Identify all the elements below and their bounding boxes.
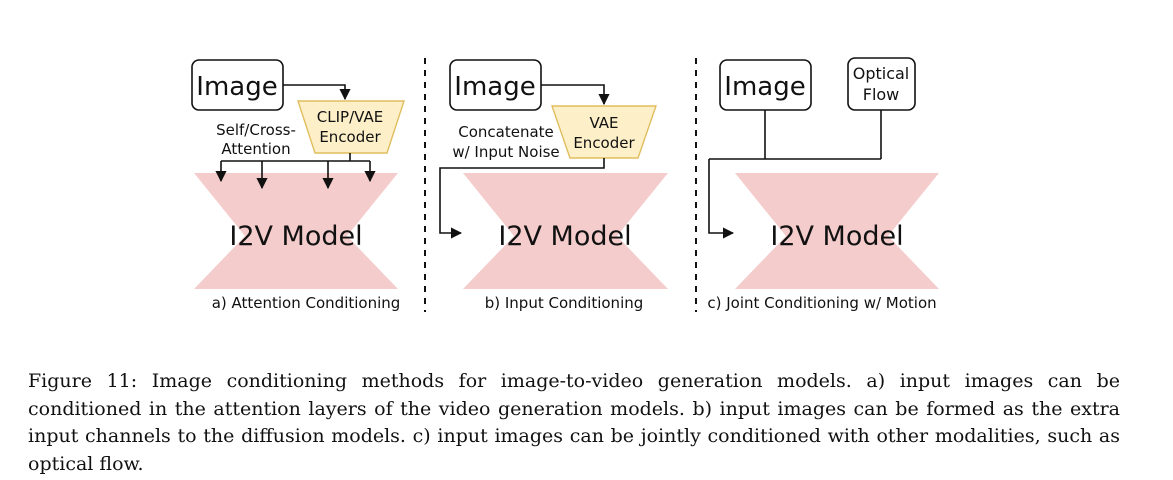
panel-c: I2V Model Image Optical Flow c) Joint Co… — [707, 57, 939, 312]
panel-c-arrows — [708, 110, 882, 239]
svg-text:Image: Image — [196, 72, 277, 102]
svg-text:Image: Image — [454, 72, 535, 102]
svg-text:Optical: Optical — [853, 64, 910, 83]
panel-c-model-shape — [735, 173, 939, 289]
panel-b-concat-label-2: w/ Input Noise — [452, 143, 559, 161]
panel-b-subcaption: b) Input Conditioning — [485, 294, 644, 312]
panel-b-arrows — [439, 84, 610, 239]
svg-text:Encoder: Encoder — [319, 128, 381, 146]
panel-a: I2V Model Image CLIP/VAE Encoder Self/Cr… — [191, 59, 405, 312]
panel-c-image-box: Image — [719, 59, 812, 111]
panel-b-encoder: VAE Encoder — [551, 105, 657, 159]
panel-b-concat-label: Concatenate — [458, 123, 554, 141]
svg-text:Image: Image — [724, 72, 805, 102]
panel-b-model-label: I2V Model — [498, 221, 631, 252]
panel-a-image-box: Image — [191, 59, 284, 111]
panel-a-subcaption: a) Attention Conditioning — [212, 294, 401, 312]
panel-c-model-label: I2V Model — [770, 221, 903, 252]
panel-c-subcaption: c) Joint Conditioning w/ Motion — [707, 294, 936, 312]
panel-a-model-label: I2V Model — [229, 221, 362, 252]
panel-a-attention-label: Self/Cross- — [216, 121, 296, 139]
figure-caption: Figure 11: Image conditioning methods fo… — [28, 370, 1120, 475]
panel-a-model-shape — [194, 173, 398, 289]
svg-text:VAE: VAE — [589, 114, 618, 132]
panel-a-attention-label-2: Attention — [221, 140, 290, 158]
panel-a-arrows — [215, 84, 376, 190]
panel-c-optical-flow-box: Optical Flow — [847, 57, 916, 111]
panel-b-model-shape — [463, 173, 668, 289]
panel-b: I2V Model Image VAE Encoder Concatenate … — [439, 59, 668, 312]
panel-a-encoder: CLIP/VAE Encoder — [297, 100, 405, 154]
svg-text:Encoder: Encoder — [573, 134, 635, 152]
conditioning-diagram: I2V Model Image CLIP/VAE Encoder Self/Cr… — [191, 57, 939, 312]
svg-text:Flow: Flow — [863, 85, 900, 104]
svg-text:CLIP/VAE: CLIP/VAE — [317, 108, 383, 126]
panel-b-image-box: Image — [449, 59, 542, 111]
